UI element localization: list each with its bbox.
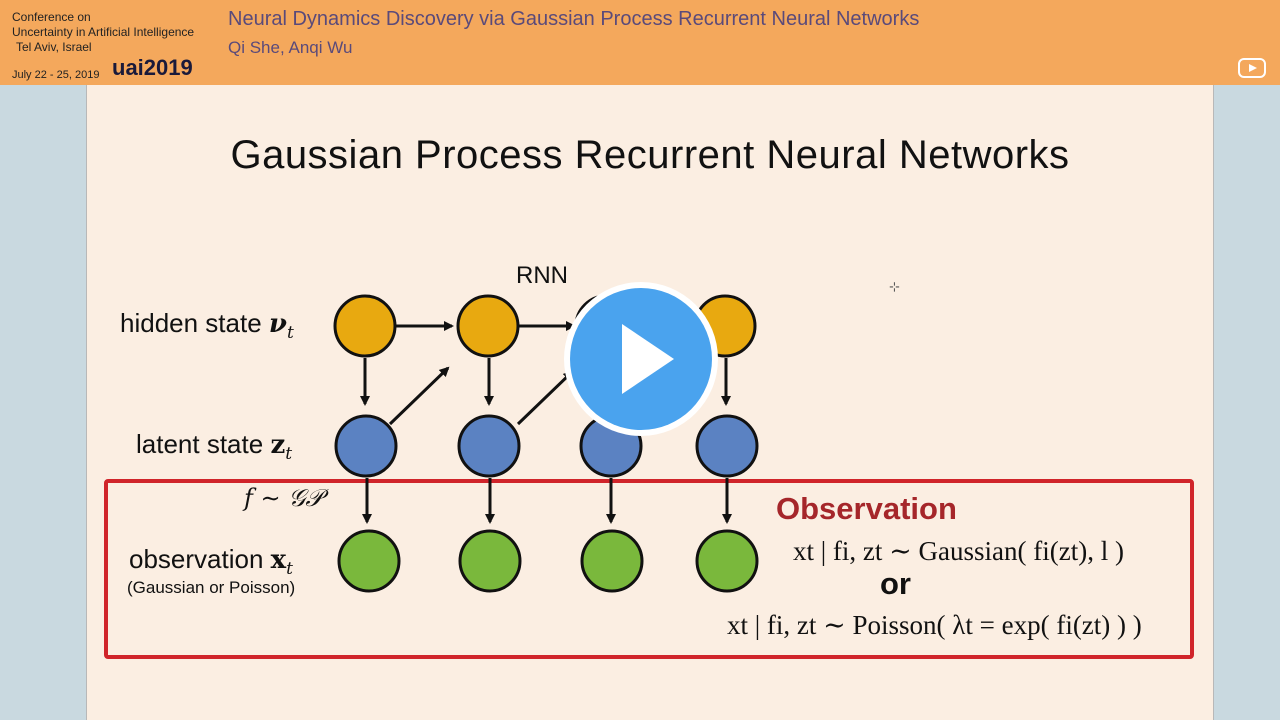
- observation-symbol: x: [270, 545, 287, 575]
- talk-title: Neural Dynamics Discovery via Gaussian P…: [228, 8, 920, 30]
- latent-state-subscript: t: [285, 444, 293, 465]
- observation-note: (Gaussian or Poisson): [127, 578, 296, 597]
- latent-state-symbol: z: [270, 430, 286, 460]
- youtube-logo-icon[interactable]: [1238, 58, 1266, 78]
- hidden-node-2: [456, 294, 520, 358]
- conference-dates: July 22 - 25, 2019: [12, 69, 100, 81]
- conference-banner: Conference on Uncertainty in Artificial …: [0, 0, 1280, 85]
- gaussian-equation: xt | fi, zt ∼ Gaussian( fi(zt), l ): [793, 536, 1124, 566]
- gp-prior-label: f ∼ 𝒢𝒫: [244, 484, 323, 512]
- slide-title: Gaussian Process Recurrent Neural Networ…: [230, 133, 1070, 177]
- observation-label: observation xt: [129, 544, 293, 579]
- play-button[interactable]: [570, 288, 712, 430]
- observation-node-1: [337, 529, 401, 593]
- conference-location: Tel Aviv, Israel: [16, 40, 92, 54]
- observation-node-4: [695, 529, 759, 593]
- hidden-state-subscript: t: [286, 323, 294, 344]
- talk-authors: Qi She, Anqi Wu: [228, 38, 353, 57]
- latent-state-label: latent state zt: [136, 429, 292, 464]
- latent-node-4: [695, 414, 759, 478]
- rnn-label: RNN: [516, 262, 568, 289]
- hidden-state-symbol: ν: [268, 309, 287, 339]
- observation-text: observation: [129, 544, 264, 574]
- observation-node-3: [580, 529, 644, 593]
- crosshair-cursor-icon: ⊹: [889, 279, 900, 294]
- observation-node-2: [458, 529, 522, 593]
- latent-node-2: [457, 414, 521, 478]
- hidden-node-1: [333, 294, 397, 358]
- conference-brand: uai2019: [112, 55, 193, 80]
- latent-node-1: [334, 414, 398, 478]
- arrow-z2-h3: [516, 370, 574, 426]
- conference-info: Conference on Uncertainty in Artificial …: [12, 10, 195, 81]
- observation-box-title: Observation: [776, 491, 957, 526]
- conference-line2: Uncertainty in Artificial Intelligence: [12, 25, 195, 39]
- or-label: or: [880, 566, 911, 601]
- latent-state-text: latent state: [136, 429, 264, 459]
- play-button-icon: [622, 324, 674, 394]
- poisson-equation: xt | fi, zt ∼ Poisson( λt = exp( fi(zt) …: [727, 610, 1142, 640]
- observation-box: [104, 479, 1194, 659]
- hidden-state-text: hidden state: [120, 308, 262, 338]
- observation-subscript: t: [286, 559, 294, 580]
- hidden-state-label: hidden state νt: [120, 308, 294, 343]
- arrow-z1-h2: [388, 366, 450, 426]
- conference-line1: Conference on: [12, 10, 91, 24]
